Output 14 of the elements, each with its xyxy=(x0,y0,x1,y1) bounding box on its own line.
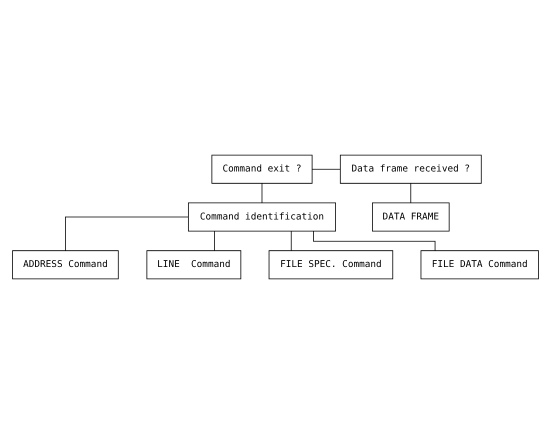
connector xyxy=(290,230,292,250)
node-box: Data frame received ? xyxy=(340,154,482,184)
node-box: LINE Command xyxy=(146,250,242,279)
connector xyxy=(313,230,436,250)
node-box: Command identification xyxy=(188,202,336,231)
connector xyxy=(410,182,412,203)
connector xyxy=(312,168,341,170)
node-box: FILE DATA Command xyxy=(420,250,539,279)
node-box: DATA FRAME xyxy=(372,202,450,231)
connector xyxy=(65,216,189,250)
node-box: FILE SPEC. Command xyxy=(268,250,394,279)
connector xyxy=(214,230,215,250)
node-box: ADDRESS Command xyxy=(12,250,119,279)
node-box: Command exit ? xyxy=(211,154,312,184)
